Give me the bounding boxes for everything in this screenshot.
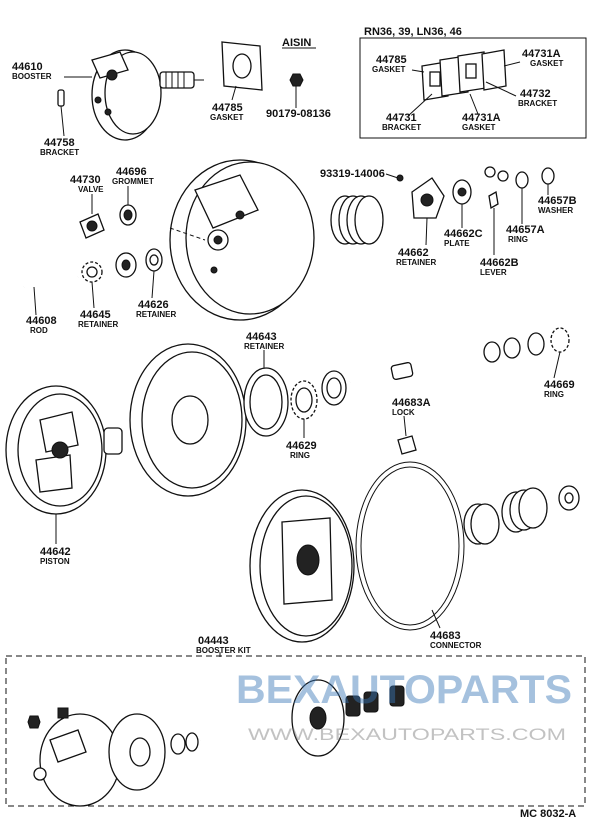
seal-drawing xyxy=(321,370,347,406)
part-name-44645: RETAINER xyxy=(78,320,119,329)
part-name-44643: RETAINER xyxy=(244,342,285,351)
variant-box xyxy=(359,37,587,139)
part-name-44662C: PLATE xyxy=(444,239,470,248)
part-number-44730: 44730 xyxy=(70,174,101,186)
retainer-44645-drawing xyxy=(81,261,103,283)
part-name-44696: GROMMET xyxy=(112,177,154,186)
watermark-url: WWW.BEXAUTOPARTS.COM xyxy=(248,725,566,744)
variant-gaskets-drawing xyxy=(421,49,507,101)
part-number-44662: 44662 xyxy=(398,247,429,259)
part-number-44629: 44629 xyxy=(286,440,317,452)
labels: RN36, 39, LN36, 46 AISIN 44610 BOOSTER 4… xyxy=(12,26,577,820)
part-name-44683: CONNECTOR xyxy=(430,641,482,650)
part-number-93319-14006: 93319-14006 xyxy=(320,168,385,180)
part-number-44642: 44642 xyxy=(40,546,71,558)
booster-kit-box xyxy=(5,655,586,807)
part-name-44642: PISTON xyxy=(40,557,70,566)
part-name-44731: BRACKET xyxy=(382,123,421,132)
diagram-code: MC 8032-A xyxy=(520,808,576,820)
part-name-44662B: LEVER xyxy=(480,268,507,277)
part-number-44732: 44732 xyxy=(520,88,551,100)
part-number-44645: 44645 xyxy=(80,309,111,321)
lock-44683A-drawing xyxy=(397,435,417,455)
part-name-44683A: LOCK xyxy=(392,408,415,417)
part-number-44657B: 44657B xyxy=(538,195,577,207)
push-rod-drawing xyxy=(349,327,570,384)
part-name-44758: BRACKET xyxy=(40,148,79,157)
diaphragm-drawing xyxy=(129,343,247,497)
part-number-44608: 44608 xyxy=(26,315,57,327)
part-number-44785-main: 44785 xyxy=(212,102,243,114)
part-name-44785-main: GASKET xyxy=(210,113,243,122)
part-name-44657B: WASHER xyxy=(538,206,573,215)
part-name-44610: BOOSTER xyxy=(12,72,52,81)
nut-90179-drawing xyxy=(289,73,304,87)
ring-44629-drawing xyxy=(290,380,318,420)
part-number-44731A-bot: 44731A xyxy=(462,112,501,124)
part-name-44626: RETAINER xyxy=(136,310,177,319)
part-name-44657A: RING xyxy=(508,235,528,244)
part-name-44662: RETAINER xyxy=(396,258,437,267)
part-name-44732: BRACKET xyxy=(518,99,557,108)
part-number-44626: 44626 xyxy=(138,299,169,311)
gasket-44785-drawing xyxy=(221,41,263,91)
small-rings-drawing xyxy=(484,166,555,210)
part-number-44683: 44683 xyxy=(430,630,461,642)
part-name-44669: RING xyxy=(544,390,564,399)
watermark-logo: BEXAUTOPARTS xyxy=(236,668,572,712)
part-name-44731A-top: GASKET xyxy=(530,59,563,68)
part-number-44785-box: 44785 xyxy=(376,54,407,66)
retainer-44662-drawing xyxy=(411,177,445,219)
booster-kit-drawing xyxy=(27,679,405,807)
aisin-label: AISIN xyxy=(282,37,311,49)
front-shell-drawing xyxy=(249,489,355,643)
part-number-44731: 44731 xyxy=(386,112,417,124)
rod-44608-drawing xyxy=(23,275,79,289)
plate-44662C-drawing xyxy=(452,179,472,205)
part-number-44662B: 44662B xyxy=(480,257,519,269)
part-number-44657A: 44657A xyxy=(506,224,545,236)
part-number-44662C: 44662C xyxy=(444,228,483,240)
part-name-44629: RING xyxy=(290,451,310,460)
booster-assembly-drawing xyxy=(91,49,204,141)
part-name-44730: VALVE xyxy=(78,185,104,194)
variant-box-header: RN36, 39, LN36, 46 xyxy=(364,26,462,38)
part-number-44696: 44696 xyxy=(116,166,147,178)
part-number-90179-08136: 90179-08136 xyxy=(266,108,331,120)
leader-lines xyxy=(33,61,561,657)
grommet-44696-drawing xyxy=(119,204,137,226)
part-number-44683A: 44683A xyxy=(392,397,431,409)
spring-93319-drawing xyxy=(330,174,404,245)
valve-44730-drawing xyxy=(79,213,105,239)
front-seals-drawing xyxy=(463,485,580,545)
part-number-04443: 04443 xyxy=(198,635,229,647)
part-number-44669: 44669 xyxy=(544,379,575,391)
part-number-44610: 44610 xyxy=(12,61,43,73)
part-number-44758: 44758 xyxy=(44,137,75,149)
retainer-44643-drawing xyxy=(243,367,289,437)
part-name-44731A-bot: GASKET xyxy=(462,123,495,132)
piston-44642-drawing xyxy=(5,385,123,515)
retainer-44626-drawing xyxy=(115,248,163,278)
part-name-44785-box: GASKET xyxy=(372,65,405,74)
main-booster-shell-drawing xyxy=(169,159,315,321)
part-name-04443: BOOSTER KIT xyxy=(196,646,251,655)
bracket-44758-drawing xyxy=(57,89,65,107)
watermark: BEXAUTOPARTS WWW.BEXAUTOPARTS.COM xyxy=(236,668,572,744)
part-number-44643: 44643 xyxy=(246,331,277,343)
connector-44683-drawing xyxy=(355,461,465,631)
part-number-44731A-top: 44731A xyxy=(522,48,561,60)
part-name-44608: ROD xyxy=(30,326,48,335)
